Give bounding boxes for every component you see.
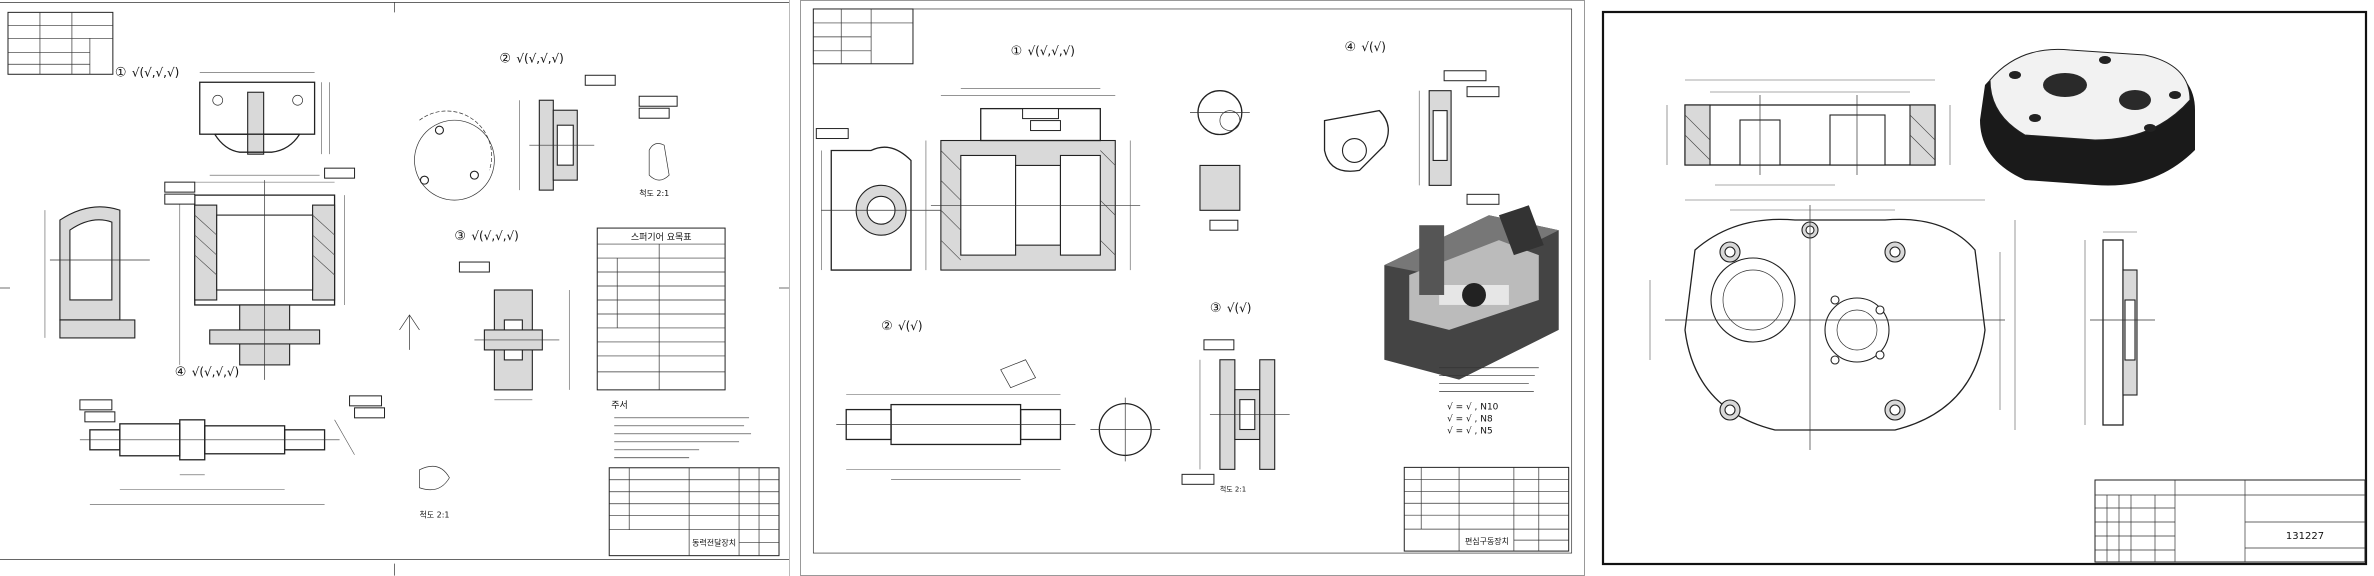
scale-label: 척도 2:1 [419, 511, 449, 520]
bracket-side-view [44, 206, 150, 339]
drawing-sheet-2: ① √(√,√,√) ④ [800, 0, 1585, 576]
drawing-number: 131227 [2286, 531, 2324, 542]
eccentric-cam-view [1190, 90, 1250, 231]
surface-symbol: √(√) [898, 319, 923, 333]
surface-symbol: √(√,√,√) [471, 229, 518, 243]
base-bracket-view [815, 128, 941, 271]
surface-symbol: √(√,√,√) [1028, 44, 1075, 58]
surface-symbol: √(√,√,√) [132, 65, 179, 79]
surface-symbol: √(√) [1227, 301, 1252, 315]
sheet-3-canvas: 131227 [1601, 10, 2368, 566]
header-table [812, 8, 914, 65]
housing-section-view [164, 167, 356, 380]
note-line: √ = √ , N8 [1447, 414, 1493, 425]
surface-symbol: √(√,√,√) [192, 365, 239, 379]
notes-block: 주서 [611, 400, 752, 459]
view-number: ④ [1344, 40, 1356, 55]
title-block: 동력전달장치 [608, 467, 780, 557]
bracket-top-view [199, 71, 330, 155]
shaft-view: 척도 2:1 [79, 395, 450, 520]
shaft-view [836, 359, 1161, 480]
notes-block: √ = √ , N10 √ = √ , N8 √ = √ , N5 [1439, 367, 1539, 436]
sheet-2-canvas: ① √(√,√,√) ④ [812, 8, 1573, 554]
surface-symbol: √(√) [1361, 40, 1386, 54]
title-block: 편심구동장치 [1403, 466, 1570, 552]
flange-view: 척도 2:1 [414, 74, 678, 201]
title-block: 131227 [2094, 479, 2366, 563]
view-number: ① [1011, 44, 1023, 59]
cover-top-section [1666, 79, 1951, 186]
cover-3d-render [1980, 48, 2195, 186]
scale-label: 척도 2:1 [639, 189, 669, 198]
title-block-name: 편심구동장치 [1465, 536, 1509, 546]
sheet-1-canvas: ① √(√,√,√) [0, 2, 789, 576]
spur-gear-spec-table: 스퍼기어 요목표 [596, 227, 726, 391]
drawing-sheet-1: ① √(√,√,√) [0, 0, 790, 576]
drawing-sheet-3: 131227 [1595, 0, 2374, 576]
spec-table-title: 스퍼기어 요목표 [631, 232, 692, 243]
surface-symbol: √(√,√,√) [516, 51, 563, 65]
lever-view [1323, 70, 1500, 205]
view-number: ④ [175, 365, 187, 380]
scale-label: 척도 2:1 [1220, 485, 1246, 493]
view-number: ① [115, 65, 127, 80]
view-number: ③ [1210, 301, 1222, 316]
gear-section-view [399, 261, 570, 401]
view-number: ② [499, 51, 511, 66]
note-line: √ = √ , N10 [1447, 402, 1499, 413]
view-number: ③ [454, 229, 466, 244]
eccentric-housing-section [925, 88, 1141, 271]
title-block-name: 동력전달장치 [692, 538, 736, 548]
notes-title: 주서 [611, 400, 628, 411]
cover-side-view [2084, 231, 2155, 426]
header-table [7, 11, 114, 75]
cover-plan-view [1649, 199, 2016, 450]
view-number: ② [881, 319, 893, 334]
assembly-3d-render [1384, 205, 1559, 380]
pulley-view: 척도 2:1 [1181, 339, 1290, 493]
note-line: √ = √ , N5 [1447, 425, 1493, 436]
